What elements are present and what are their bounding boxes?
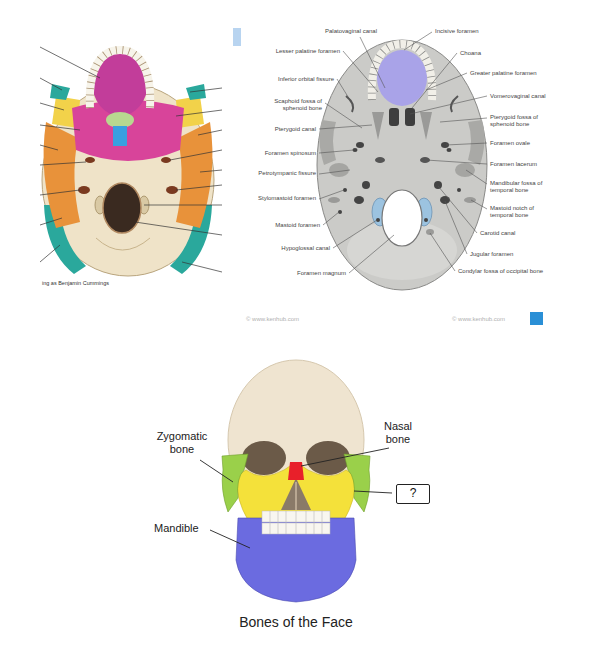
structure-label: Foramen magnum [297,270,346,276]
structure-label: Lesser palatine foramen [276,48,340,54]
figure-caption-holder: Bones of the Face [180,614,412,630]
structure-label-holder: Jugular foramen [470,251,544,258]
structure-label-holder: Foramen magnum [282,270,346,277]
structure-label: Vomerovaginal canal [490,93,546,99]
bone-label-holder: Mandible [154,522,214,535]
structure-label-holder: Foramen spinosum [252,150,316,157]
structure-label-holder: Stylomastoid foramen [252,195,316,202]
bone-label: Nasal bone [384,420,412,445]
structure-label: Palatovaginal canal [325,28,377,34]
structure-label-holder: Foramen ovale [490,140,546,147]
structure-label-holder: Incisive foramen [435,28,515,35]
structure-label-holder: Petrotympanic fissure [252,170,316,177]
structure-label: Mastoid notch of temporal bone [490,205,534,218]
bone-label: Mandible [154,522,199,534]
corner-mark [233,28,241,46]
structure-label-holder: Palatovaginal canal [325,28,405,35]
credit-text-holder: ing as Benjamin Cummings [42,280,202,286]
structure-label: Mandibular fossa of temporal bone [490,180,542,193]
bone-label: Zygomatic bone [157,430,208,455]
structure-label: Condylar fossa of occipital bone [458,268,543,274]
structure-label: Inferior orbital fissure [278,76,334,82]
grey-skull-base [317,40,487,290]
box-text: ? [410,487,417,500]
structure-label-holder: Pterygoid fossa of sphenoid bone [490,114,546,128]
structure-label-holder: Foramen lacerum [490,161,546,168]
structure-label-holder: Mastoid foramen [256,222,320,229]
structure-label-holder: Greater palatine foramen [470,70,545,77]
structure-label-holder: Mastoid notch of temporal bone [490,205,546,219]
face-skull [222,360,370,602]
structure-label: Greater palatine foramen [470,70,537,76]
structure-label: Incisive foramen [435,28,479,34]
figure-caption: Bones of the Face [239,614,353,630]
unlabeled-leader-lines [40,47,222,272]
structure-label-holder: Carotid canal [480,230,544,237]
colored-skull-base [42,48,214,276]
structure-label-holder: Pterygoid canal [252,126,316,133]
structure-label: Scaphoid fossa of sphenoid bone [274,98,322,111]
bone-label-holder: Nasal bone [374,420,422,445]
structure-label: Mastoid foramen [275,222,320,228]
bone-label-holder: Zygomatic bone [146,430,218,455]
structure-label: Foramen spinosum [265,150,316,156]
structure-label-holder: Lesser palatine foramen [270,48,340,55]
structure-label-holder: Inferior orbital fissure [264,76,334,83]
credit-text: ing as Benjamin Cummings [42,280,109,286]
leader-lines [319,32,487,273]
structure-label: Choana [460,50,481,56]
structure-label: Pterygoid fossa of sphenoid bone [490,114,538,127]
watermark: © www.kenhub.com [452,316,505,322]
structure-label: Petrotympanic fissure [258,170,316,176]
structure-label-holder: Scaphoid fossa of sphenoid bone [258,98,322,112]
structure-label: Foramen ovale [490,140,530,146]
answer-box: ? [396,484,430,504]
structure-label-holder: Condylar fossa of occipital bone [458,268,544,275]
structure-label: Hypoglossal canal [281,245,330,251]
structure-label: Jugular foramen [470,251,513,257]
face-leader-lines [200,448,392,548]
structure-label-holder: Hypoglossal canal [266,245,330,252]
watermark: © www.kenhub.com [246,316,299,322]
structure-label-holder: Vomerovaginal canal [490,93,546,100]
structure-label: Carotid canal [480,230,515,236]
structure-label-holder: Mandibular fossa of temporal bone [490,180,546,194]
structure-label: Stylomastoid foramen [258,195,316,201]
structure-label: Pterygoid canal [275,126,316,132]
logo-square [530,312,543,325]
structure-label: Foramen lacerum [490,161,537,167]
structure-label-holder: Choana [460,50,520,57]
watermark-holder: © www.kenhub.com [452,316,528,323]
watermark-holder: © www.kenhub.com [246,316,336,323]
